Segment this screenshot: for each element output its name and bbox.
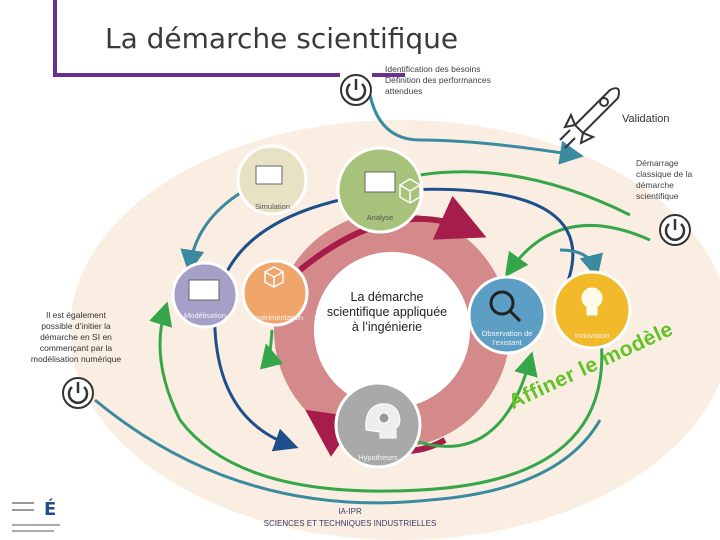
hypotheses-label: Hypothèses [358,453,398,462]
arrow-outer-right-green [504,223,651,278]
node-experimentation [241,259,309,327]
left-note: Il est également possible d’initier la d… [30,310,122,364]
simulation-label: Simulation [254,202,291,211]
center-label: La démarche scientifique appliquée à l’i… [326,290,448,334]
top-note: Identification des besoins Définition de… [385,64,491,96]
arrow-big-green-loop [149,301,604,493]
footer: IA-IPR SCIENCES ET TECHNIQUES INDUSTRIEL… [230,506,470,530]
observation-label: Observation de l’existant [481,329,533,347]
experimentation-label: Expérimentation [248,313,304,322]
magnifier-icon [489,290,522,323]
arrow-validation-green [419,170,631,217]
arrow-hypotheses-out [411,351,538,448]
arrow-big-bottom-blue [94,398,602,505]
validation-label: Validation [622,113,670,125]
node-observation [467,275,547,355]
head-gear-icon [365,403,401,439]
cube-icon [264,178,421,288]
arrow-to-innovation [559,248,603,279]
innovation-label: Innovation [574,331,610,340]
modelisation-label: Modélisation [183,311,227,320]
title-frame [53,0,340,77]
analyse-label: Analyse [366,213,394,222]
power-icon [659,214,691,246]
rocket-icon [559,87,620,149]
footer-line2: SCIENCES ET TECHNIQUES INDUSTRIELLES [263,519,437,528]
computer-icon [188,165,396,301]
power-icon [340,74,372,106]
central-ring-inner [314,252,470,408]
arrow-navy-loop [213,187,575,452]
right-note: Démarrage classique de la démarche scien… [636,158,693,201]
academie-logo: É [8,490,68,536]
lightbulb-icon [581,287,603,316]
arrow-start-to-validation [368,94,584,165]
page-title: La démarche scientifique [105,22,459,55]
footer-line1: IA-IPR [338,507,362,516]
arrow-exp-down [260,329,284,370]
power-icon [62,377,94,409]
svg-text:É: É [44,498,56,520]
